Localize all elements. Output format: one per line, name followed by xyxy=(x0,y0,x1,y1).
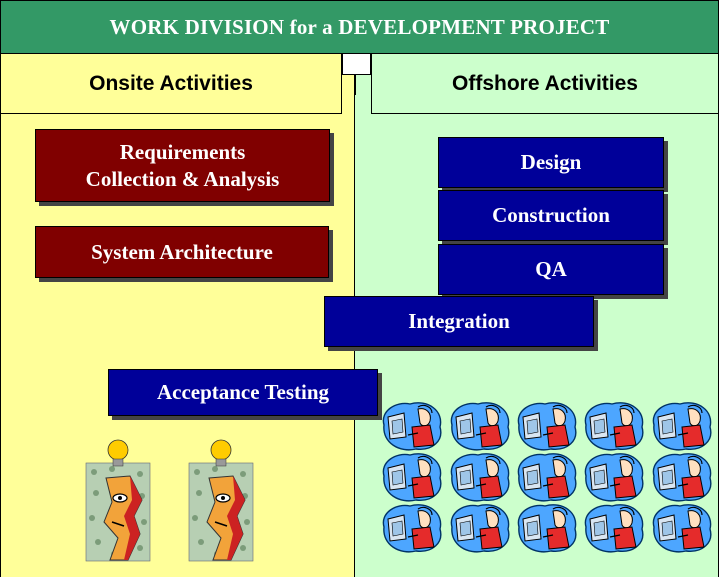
diagram-title: WORK DIVISION for a DEVELOPMENT PROJECT xyxy=(0,0,719,54)
thinker-lightbulb-icon xyxy=(188,439,254,562)
system-architecture-box: System Architecture xyxy=(35,226,329,278)
computer-worker-icon xyxy=(382,402,442,451)
construction-box: Construction xyxy=(438,190,664,241)
onsite-header: Onsite Activities xyxy=(0,54,342,114)
requirements-label-line1: Requirements xyxy=(119,140,246,165)
computer-worker-icon xyxy=(517,402,577,451)
integration-box: Integration xyxy=(324,296,594,347)
computer-worker-icon xyxy=(382,453,442,502)
computer-worker-icon xyxy=(584,402,644,451)
computer-worker-icon xyxy=(652,453,712,502)
computer-worker-icon xyxy=(450,402,510,451)
requirements-label-line2: Collection & Analysis xyxy=(85,166,280,191)
computer-worker-icon xyxy=(652,402,712,451)
computer-worker-icon xyxy=(450,453,510,502)
computer-worker-icon xyxy=(517,453,577,502)
thinker-lightbulb-icon xyxy=(85,439,151,562)
computer-worker-icon xyxy=(450,504,510,553)
qa-box: QA xyxy=(438,244,664,295)
computer-worker-icon xyxy=(652,504,712,553)
acceptance-testing-box: Acceptance Testing xyxy=(108,369,378,416)
computer-worker-icon xyxy=(584,504,644,553)
offshore-header: Offshore Activities xyxy=(371,54,719,114)
computer-worker-icon xyxy=(584,453,644,502)
computer-worker-icon xyxy=(382,504,442,553)
computer-worker-icon xyxy=(517,504,577,553)
requirements-box: Requirements Collection & Analysis xyxy=(35,129,330,202)
design-box: Design xyxy=(438,137,664,188)
divider-line xyxy=(355,75,356,95)
header-connector xyxy=(342,54,371,75)
